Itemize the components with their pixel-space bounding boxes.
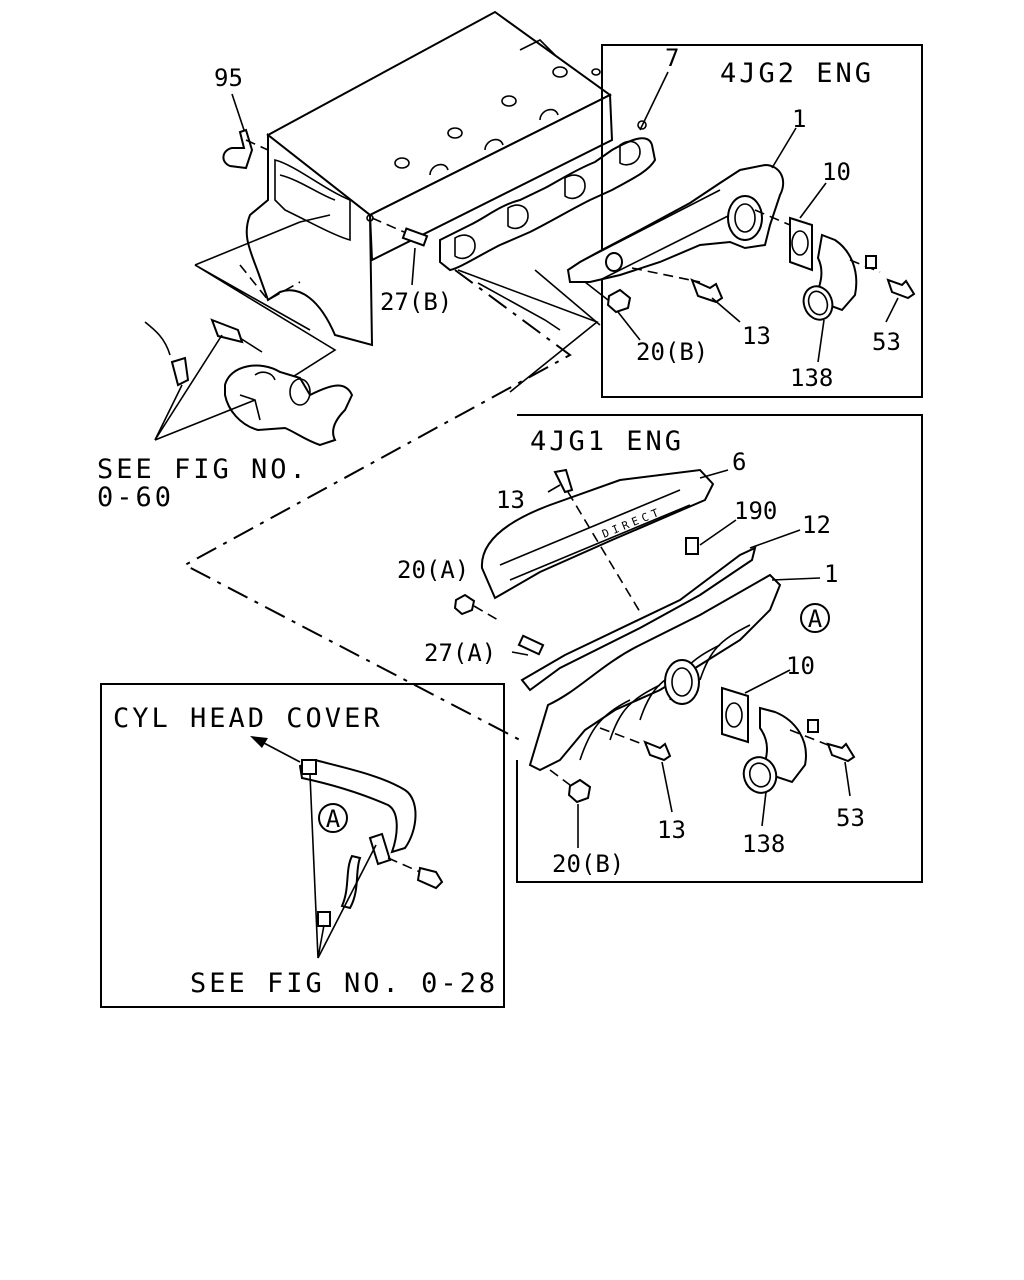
header-4jg2: 4JG2 ENG — [720, 58, 874, 89]
callout-jg1-53: 53 — [836, 804, 865, 832]
nut-20b-jg2 — [584, 281, 632, 314]
callout-7: 7 — [665, 44, 679, 72]
see-fig-060-line1: SEE FIG NO. — [97, 454, 309, 485]
callout-jg2-10: 10 — [822, 158, 851, 186]
leaders-jg2 — [617, 127, 899, 363]
manifold-4jg2 — [566, 163, 791, 283]
see-fig-028: SEE FIG NO. 0-28 — [190, 968, 498, 999]
callout-jg1-190: 190 — [734, 497, 777, 525]
callout-jg2-53: 53 — [872, 328, 901, 356]
thermostat-housing — [144, 318, 354, 447]
bolt-53-jg2 — [886, 278, 916, 300]
gasket-10-jg2 — [789, 216, 813, 272]
clip-95 — [222, 128, 269, 170]
callout-jg1-10: 10 — [786, 652, 815, 680]
callout-jg1-13-top: 13 — [496, 486, 525, 514]
callout-jg1-20b: 20(B) — [552, 850, 624, 878]
marker-a-hose-text: A — [326, 805, 341, 833]
callout-jg1-20a: 20(A) — [397, 556, 469, 584]
box-4jg1 — [516, 414, 923, 883]
callout-jg2-13: 13 — [742, 322, 771, 350]
box-4jg2 — [601, 44, 923, 398]
see-fig-060-line2: 0-60 — [97, 482, 174, 513]
outline-lines — [194, 214, 599, 393]
callout-jg1-138: 138 — [742, 830, 785, 858]
callout-jg2-20b: 20(B) — [636, 338, 708, 366]
centerline-main — [182, 269, 572, 741]
engine-block — [239, 10, 614, 347]
box-cyl-head-cover — [100, 683, 505, 1008]
bolt-13-jg1 — [599, 727, 672, 762]
header-cyl-head-cover: CYL HEAD COVER — [113, 703, 383, 734]
callout-jg1-13-bottom: 13 — [657, 816, 686, 844]
callout-jg1-27a: 27(A) — [424, 639, 496, 667]
callout-jg2-138: 138 — [790, 364, 833, 392]
bolt-13-jg2 — [690, 278, 724, 304]
pcv-hose-assembly — [250, 736, 444, 959]
header-4jg1: 4JG1 ENG — [530, 426, 684, 457]
leaders-jg1 — [511, 469, 851, 848]
manifold-4jg1 — [453, 468, 782, 772]
callout-jg2-1: 1 — [792, 105, 806, 133]
marker-a-manifold: A — [800, 603, 830, 633]
marker-a-hose: A — [318, 803, 348, 833]
gasket-10-jg1 — [721, 686, 749, 744]
bolt-53-jg1 — [826, 742, 856, 763]
callout-95: 95 — [214, 64, 243, 92]
callout-jg1-1: 1 — [824, 560, 838, 588]
elbow-138-jg1 — [742, 706, 829, 794]
marker-a-manifold-text: A — [808, 605, 823, 633]
callout-27b: 27(B) — [380, 288, 452, 316]
elbow-138-jg2 — [802, 233, 881, 321]
stud-27b — [371, 217, 429, 286]
callout-jg1-6: 6 — [732, 448, 746, 476]
nut-20b-jg1 — [549, 769, 592, 804]
callout-jg1-12: 12 — [802, 511, 831, 539]
